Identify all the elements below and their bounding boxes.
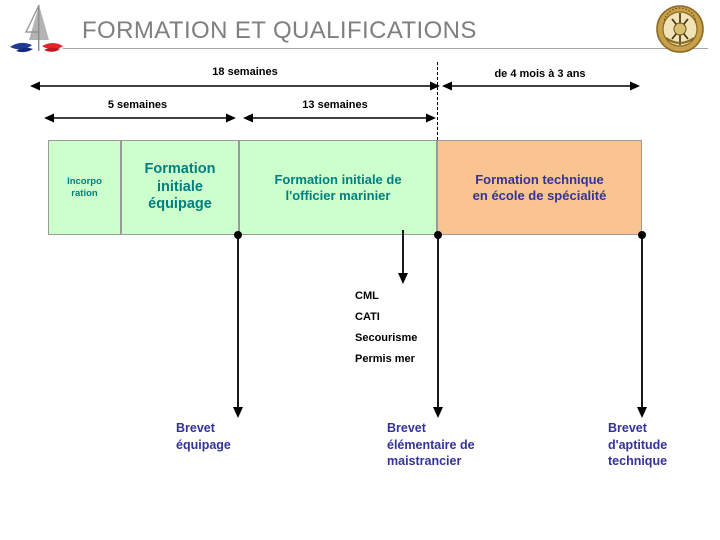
- phase-box-formation-initiale-officier-marinier[interactable]: Formation initiale de l'officier marinie…: [239, 140, 437, 235]
- phase-label-fiom: Formation initiale de l'officier marinie…: [274, 171, 402, 203]
- duration-label-phase3: de 4 mois à 3 ans: [494, 68, 586, 80]
- phase-label-fts: Formation technique en école de spéciali…: [472, 171, 607, 203]
- duration-label-total: 18 semaines: [212, 66, 278, 78]
- qualifications-list: CML CATI Secourisme Permis mer: [355, 290, 417, 374]
- connector-arrow-brevet-equipage: [233, 231, 243, 418]
- diploma-label-brevet-equipage: Brevet équipage: [176, 421, 231, 452]
- title-divider: [63, 48, 708, 49]
- qualification-item-secourisme: Secourisme: [355, 332, 418, 344]
- connector-arrow-qualifications: [398, 230, 408, 284]
- qualification-item-cml: CML: [355, 290, 379, 302]
- duration-arrow-phase1: [44, 113, 236, 123]
- connector-arrow-brevet-elementaire: [433, 231, 443, 418]
- qualification-item-cati: CATI: [355, 311, 380, 323]
- ecole-de-maistrance-crest: [656, 5, 704, 53]
- duration-arrow-total: [30, 81, 440, 91]
- duration-label-phase2: 13 semaines: [302, 99, 368, 111]
- phase-box-incorporation[interactable]: Incorpo ration: [48, 140, 121, 235]
- duration-label-phase1: 5 semaines: [107, 99, 168, 111]
- duration-arrow-phase2: [243, 113, 436, 123]
- phase-box-formation-initiale-equipage[interactable]: Formation initiale équipage: [121, 140, 239, 235]
- page-title: FORMATION ET QUALIFICATIONS: [82, 17, 477, 44]
- connector-arrow-brevet-aptitude: [637, 231, 647, 418]
- phase-label-incorporation: Incorpo ration: [67, 175, 102, 199]
- diploma-label-brevet-elementaire: Brevet élémentaire de maistrancier: [387, 421, 475, 468]
- qualification-item-permis-mer: Permis mer: [355, 353, 415, 365]
- phase-box-formation-technique[interactable]: Formation technique en école de spéciali…: [437, 140, 642, 235]
- phase-divider-dashed-line: [437, 62, 438, 140]
- diploma-label-brevet-aptitude: Brevet d'aptitude technique: [608, 421, 668, 468]
- duration-arrow-phase3: [442, 81, 640, 91]
- phase-label-fie: Formation initiale équipage: [144, 160, 216, 213]
- sailboat-logo: [10, 4, 63, 53]
